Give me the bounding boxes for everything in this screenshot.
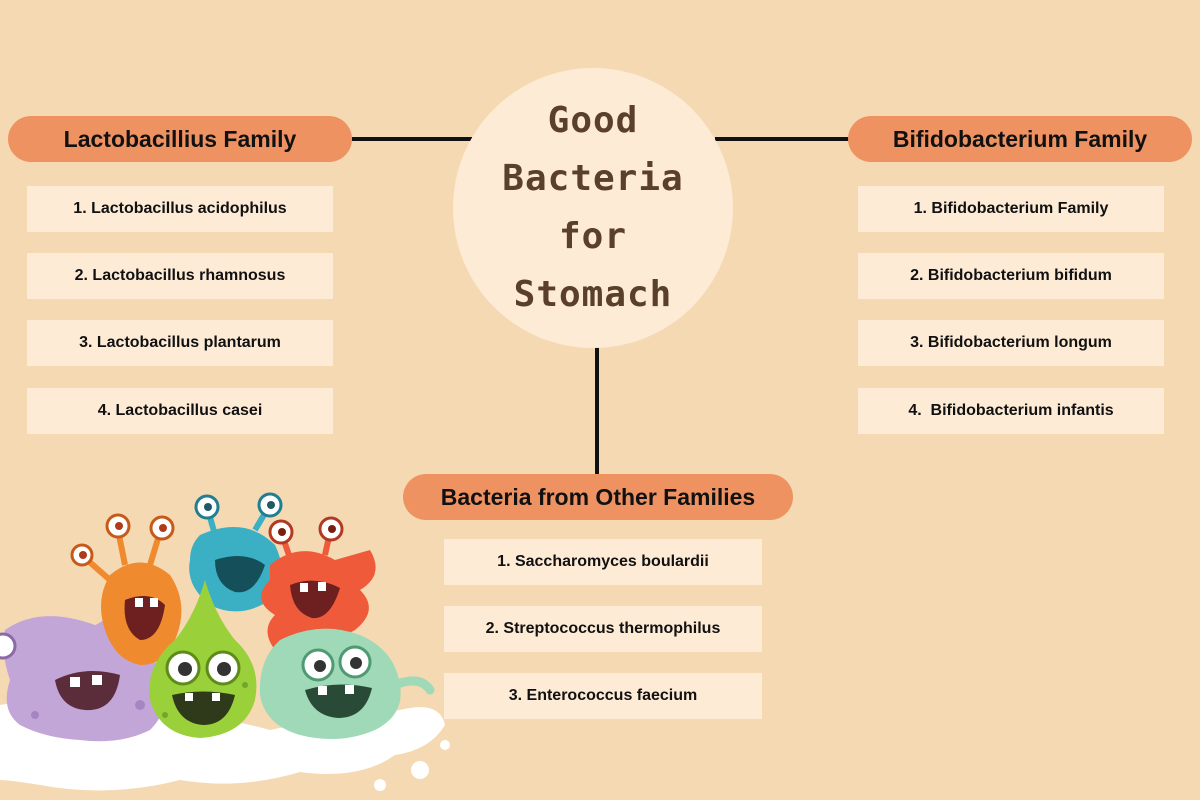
- other-families-item-3: 3. Enterococcus faecium: [444, 673, 762, 719]
- connector-right: [715, 137, 850, 141]
- connector-bottom: [595, 345, 599, 475]
- lactobacillus-item-2: 2. Lactobacillus rhamnosus: [27, 253, 333, 299]
- bifidobacterium-item-3: 3. Bifidobacterium longum: [858, 320, 1164, 366]
- lactobacillus-item-1: 1. Lactobacillus acidophilus: [27, 186, 333, 232]
- bifidobacterium-heading: Bifidobacterium Family: [848, 116, 1192, 162]
- orange-microbe-icon: [70, 513, 182, 665]
- connector-left: [352, 137, 472, 141]
- other-families-heading: Bacteria from Other Families: [403, 474, 793, 520]
- bifidobacterium-item-1: 1. Bifidobacterium Family: [858, 186, 1164, 232]
- central-title-line-3: Stomach: [513, 274, 673, 315]
- red-microbe-icon: [261, 516, 376, 650]
- other-families-item-2: 2. Streptococcus thermophilus: [444, 606, 762, 652]
- green-microbe-icon: [149, 580, 257, 738]
- bifidobacterium-item-4: 4. Bifidobacterium infantis: [858, 388, 1164, 434]
- central-title-line-2: Bacteria for: [502, 158, 684, 257]
- other-families-item-1: 1. Saccharomyces boulardii: [444, 539, 762, 585]
- lactobacillus-item-3: 3. Lactobacillus plantarum: [27, 320, 333, 366]
- bifidobacterium-item-2: 2. Bifidobacterium bifidum: [858, 253, 1164, 299]
- teal-microbe-icon: [189, 492, 283, 612]
- central-title-line-1: Good: [547, 100, 639, 141]
- central-title: Good Bacteria for Stomach: [478, 92, 708, 324]
- cartoon-microbes-illustration: [0, 492, 450, 791]
- lactobacillus-heading: Lactobacillius Family: [8, 116, 352, 162]
- lactobacillus-item-4: 4. Lactobacillus casei: [27, 388, 333, 434]
- central-node: Good Bacteria for Stomach: [453, 68, 733, 348]
- mint-microbe-icon: [259, 628, 435, 739]
